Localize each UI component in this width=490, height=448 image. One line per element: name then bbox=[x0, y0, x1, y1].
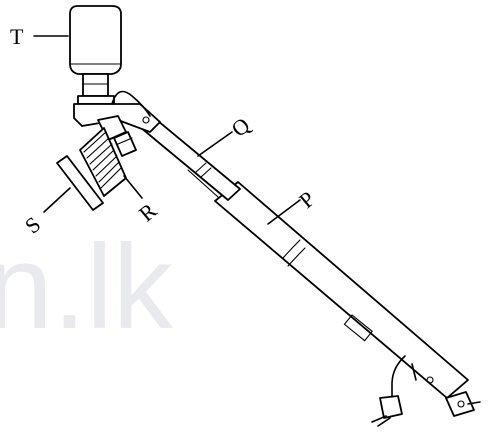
leader-s bbox=[43, 187, 71, 213]
leader-q bbox=[197, 131, 233, 157]
leader-lines bbox=[33, 35, 301, 225]
leader-r bbox=[123, 175, 143, 199]
label-q: Q bbox=[226, 112, 254, 141]
leader-p bbox=[267, 199, 301, 225]
label-t: T bbox=[10, 24, 24, 49]
trigger-handle bbox=[371, 355, 406, 427]
watermark-text: n.lk bbox=[0, 220, 174, 354]
shield-s bbox=[56, 155, 104, 211]
tube-p bbox=[214, 181, 469, 399]
rod-q bbox=[139, 115, 241, 201]
end-cap bbox=[445, 391, 481, 417]
bottle-t bbox=[69, 5, 122, 105]
label-p: P bbox=[294, 186, 319, 213]
